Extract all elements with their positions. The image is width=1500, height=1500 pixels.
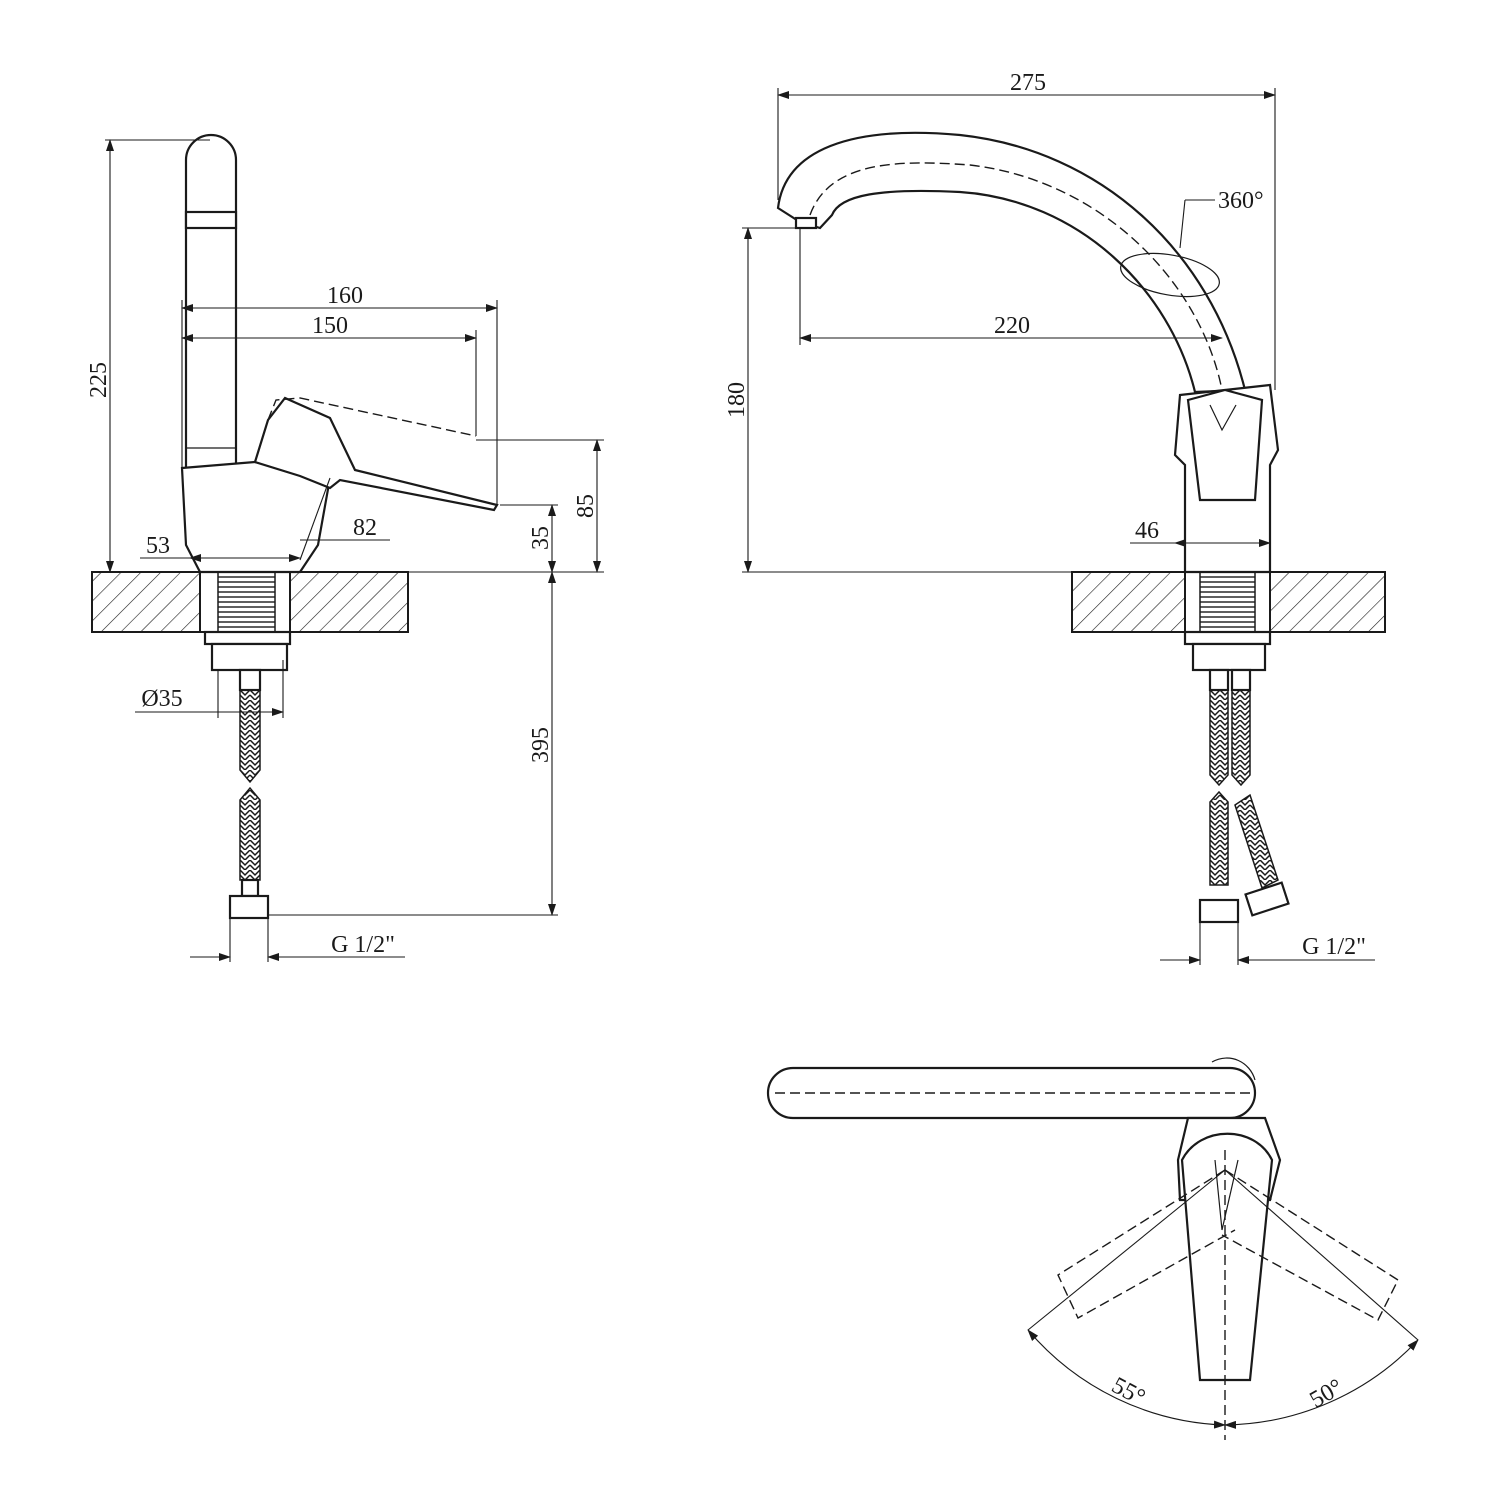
supply-hoses [1198, 668, 1290, 924]
lever-left-position [1057, 1169, 1236, 1319]
dim-160: 160 [327, 283, 363, 309]
dim-46: 46 [1135, 518, 1159, 544]
dim-shank-diameter: Ø35 [141, 686, 182, 712]
dim-53: 53 [146, 533, 170, 559]
dim-225: 225 [86, 362, 112, 398]
dimension-lines [742, 88, 1375, 965]
lever-handle [1186, 388, 1264, 502]
spout-tube [184, 133, 238, 472]
spout-arc [776, 131, 1247, 394]
lever-right-position [1221, 1169, 1399, 1321]
front-view: 275 360° 220 180 46 G 1/2" [724, 70, 1386, 965]
dimension-lines [105, 139, 604, 962]
dim-82: 82 [353, 515, 377, 541]
countertop-section [91, 571, 409, 672]
aerator [794, 216, 818, 230]
dim-50-deg: 50° [1305, 1374, 1347, 1413]
top-view: 55° 50° [766, 1057, 1419, 1440]
supply-hose [228, 668, 270, 920]
dim-85: 85 [573, 494, 599, 518]
dim-395: 395 [528, 727, 554, 763]
side-view: 225 160 150 85 35 82 53 Ø35 395 G 1/2" [86, 133, 604, 962]
dim-thread-side: G 1/2" [331, 932, 395, 958]
dim-360-rotation: 360° [1218, 188, 1264, 214]
countertop-section [1071, 571, 1386, 672]
dim-thread-front: G 1/2" [1302, 934, 1366, 960]
angle-arc [1027, 1169, 1419, 1429]
dim-220: 220 [994, 313, 1030, 339]
dim-35: 35 [528, 526, 554, 550]
lever-top [1180, 1132, 1274, 1382]
dim-150: 150 [312, 313, 348, 339]
dim-55-deg: 55° [1107, 1372, 1149, 1411]
rotation-indicator [1120, 252, 1220, 298]
lever-alt-position [267, 397, 477, 437]
dim-180: 180 [724, 382, 750, 418]
aerator [184, 210, 238, 230]
dim-275: 275 [1010, 70, 1046, 96]
